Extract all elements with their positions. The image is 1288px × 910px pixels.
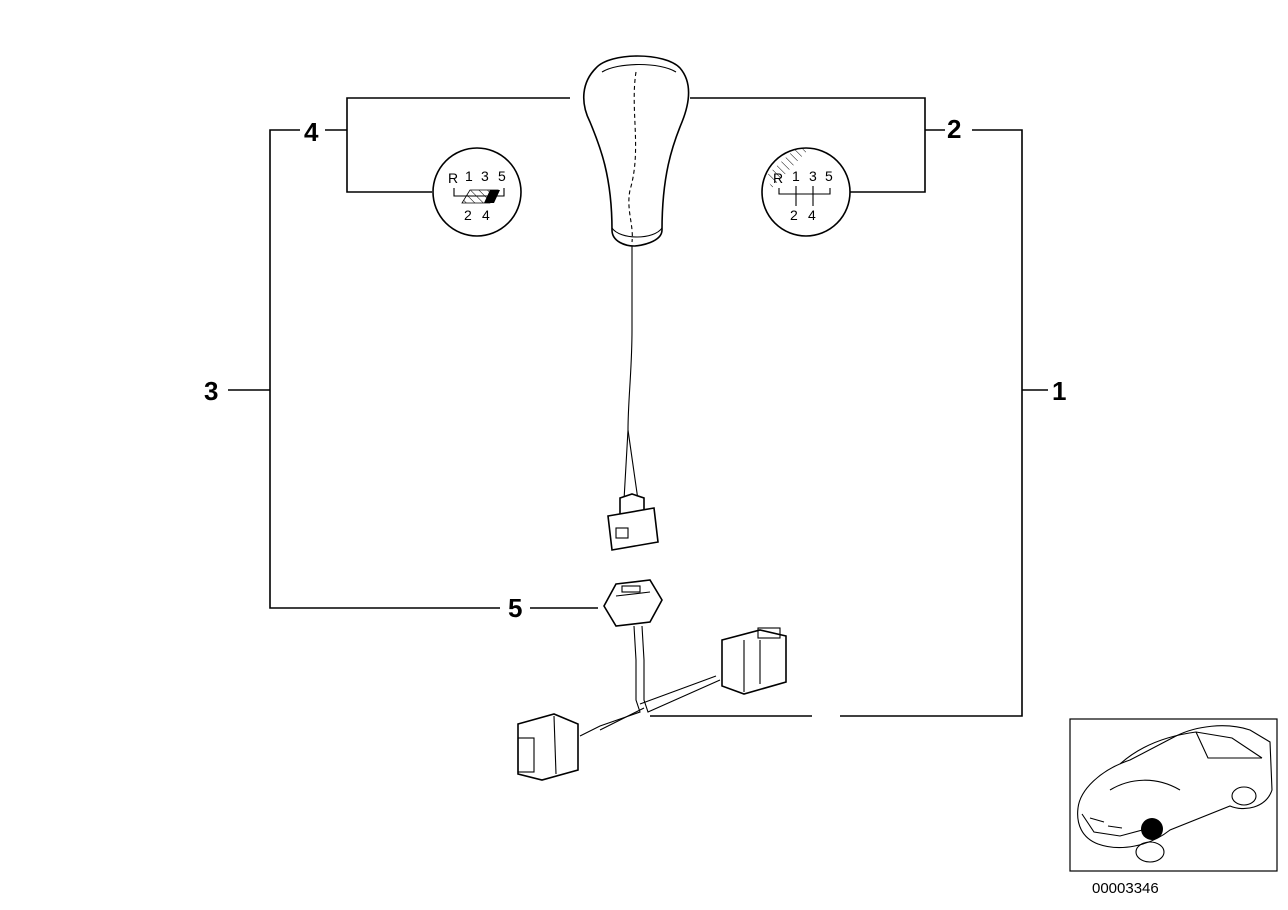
pattern-left-3: 3	[481, 168, 489, 184]
callout-2: 2	[947, 114, 961, 144]
pattern-left-5: 5	[498, 168, 506, 184]
pattern-right-4: 4	[808, 207, 816, 223]
shift-pattern-disc-m: R 1 3 5 2 4	[432, 147, 522, 237]
knob-cable	[607, 246, 659, 551]
pattern-left-1: 1	[465, 168, 473, 184]
leader-lines	[228, 97, 1048, 717]
pattern-right-1: 1	[792, 168, 800, 184]
callout-5: 5	[508, 593, 522, 623]
pattern-right-r: R	[773, 170, 783, 186]
pattern-left-r: R	[448, 170, 458, 186]
black-dot-marker	[1141, 818, 1163, 840]
car-location-thumbnail	[1069, 718, 1278, 872]
pattern-left-4: 4	[482, 207, 490, 223]
wiring-harness	[517, 579, 787, 781]
pattern-right-3: 3	[809, 168, 817, 184]
callout-4: 4	[304, 117, 319, 147]
pattern-right-2: 2	[790, 207, 798, 223]
gear-knob-illustration	[583, 55, 690, 247]
callout-1: 1	[1052, 376, 1066, 406]
diagram-id: 00003346	[1092, 880, 1159, 897]
pattern-right-5: 5	[825, 168, 833, 184]
shift-pattern-disc-standard: R 1 3 5 2 4	[761, 147, 851, 237]
callout-3: 3	[204, 376, 218, 406]
pattern-left-2: 2	[464, 207, 472, 223]
